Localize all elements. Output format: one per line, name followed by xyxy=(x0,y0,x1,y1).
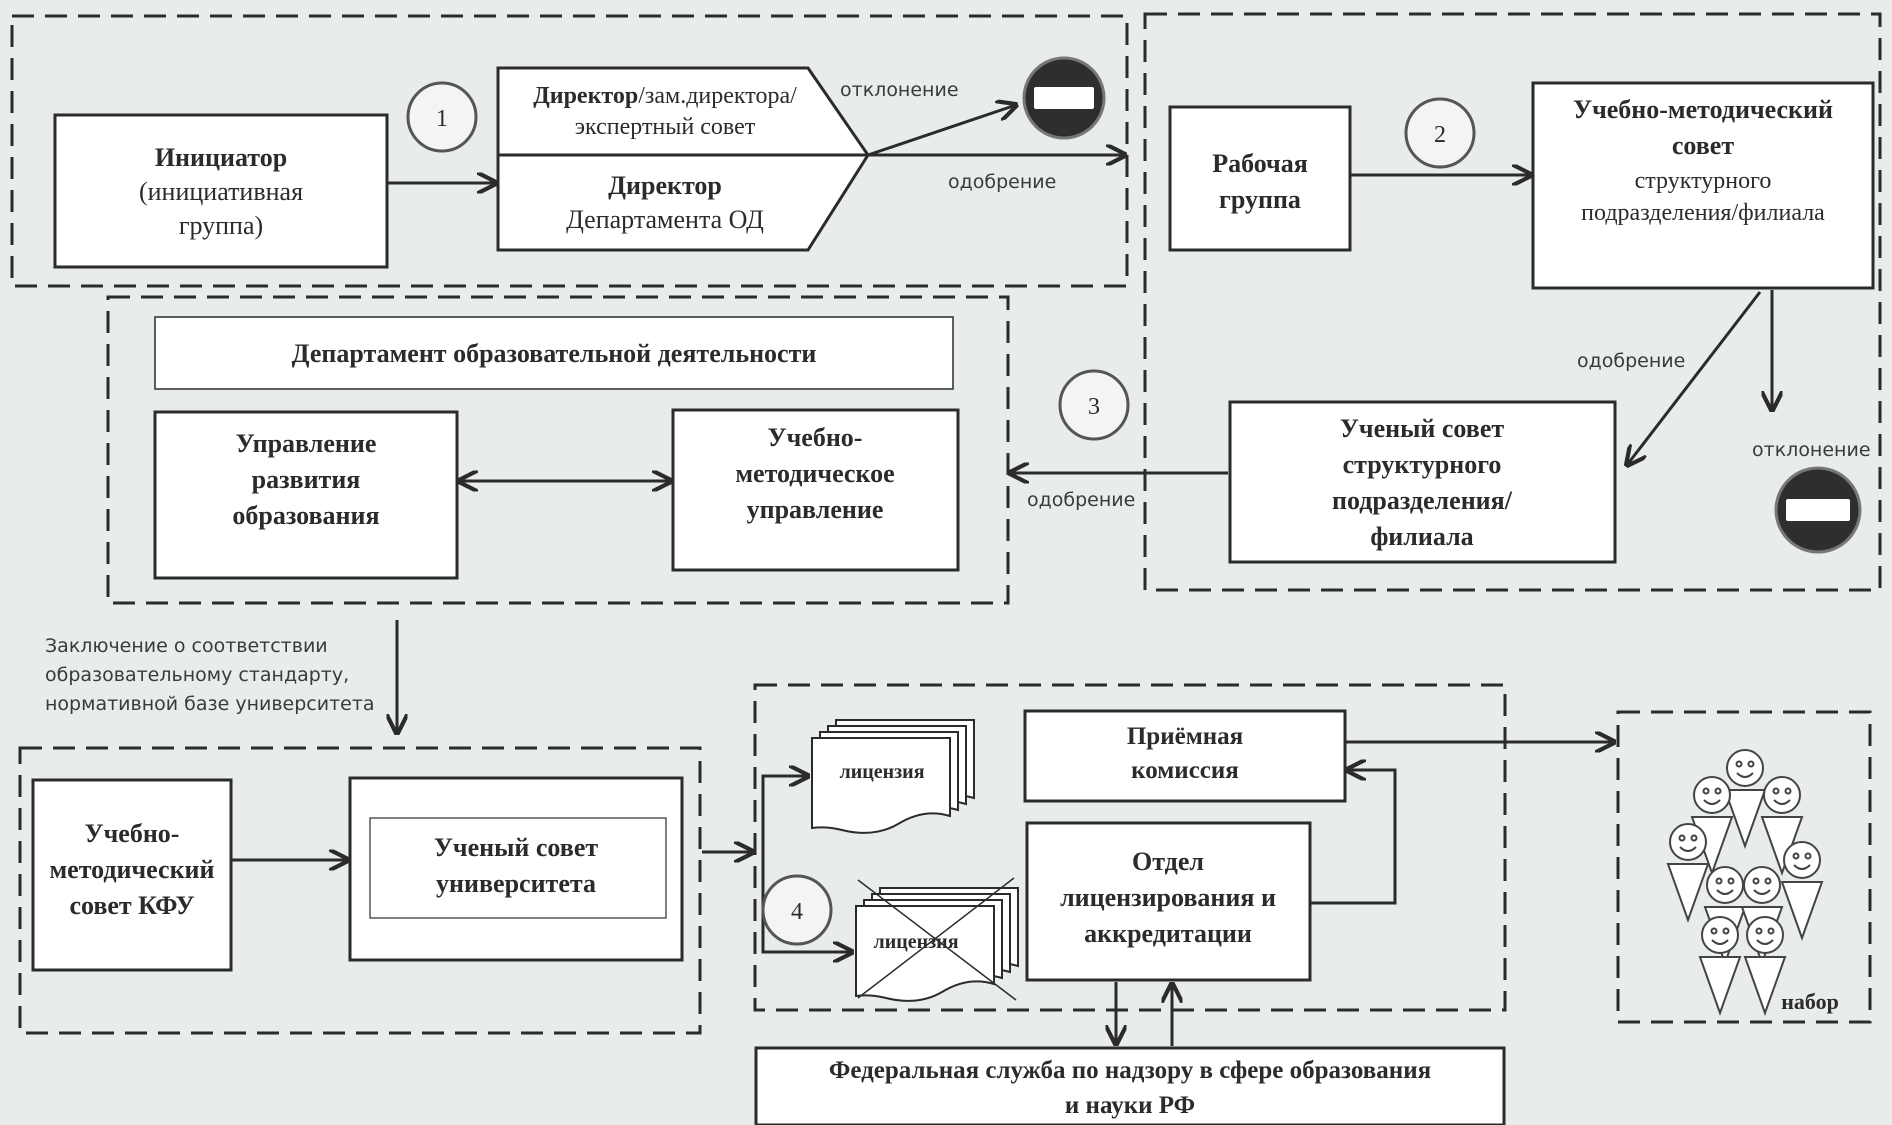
academic-council-sub-box xyxy=(1228,400,1617,564)
arrow-licensing-admission xyxy=(1310,770,1397,905)
stop-sign-1 xyxy=(1022,56,1106,140)
licensing-dept-line3: аккредитации xyxy=(1084,919,1252,948)
person-figure-icon xyxy=(1690,776,1734,876)
director-dept-line2: Департамента ОД xyxy=(566,205,764,234)
director-line2: экспертный совет xyxy=(575,114,756,140)
working-group-line2: группа xyxy=(1219,185,1301,214)
working-group-box xyxy=(1168,105,1352,252)
admission-line1: Приёмная xyxy=(1127,723,1243,750)
region-subdivision xyxy=(1143,12,1882,592)
step-number-4: 4 xyxy=(791,899,803,925)
initiator-line2: группа) xyxy=(179,211,263,240)
person-figure-icon xyxy=(1723,749,1767,849)
region-enrollment xyxy=(1616,710,1872,1024)
umu-line1: Учебно- xyxy=(768,423,863,452)
label-approval-1: одобрение xyxy=(948,171,1056,193)
region-university xyxy=(18,746,702,1035)
umc-kfu-box xyxy=(31,778,233,972)
working-group-line1: Рабочая xyxy=(1212,149,1308,178)
upr-razv-line1: Управление xyxy=(236,429,377,458)
person-figure-icon xyxy=(1760,776,1804,876)
arrow-to-license-crossed xyxy=(761,852,852,952)
umc-kfu-line2: методический xyxy=(49,855,214,884)
initiator-box xyxy=(53,113,389,269)
academic-council-sub-line1: Ученый совет xyxy=(1340,414,1505,443)
label-rejection-1: отклонение xyxy=(840,79,959,101)
label-approval-3: одобрение xyxy=(1027,489,1135,511)
upr-razv-line2: развития xyxy=(252,465,361,494)
academic-council-sub-line4: филиала xyxy=(1370,522,1473,551)
umu-box xyxy=(671,408,960,572)
person-figure-icon xyxy=(1666,823,1710,923)
academic-council-univ-box xyxy=(348,776,684,962)
federal-line1: Федеральная служба по надзору в сфере об… xyxy=(829,1057,1431,1084)
arrow-rejection-1 xyxy=(867,105,1016,157)
step-circle-1 xyxy=(406,81,478,153)
initiator-line1: (инициативная xyxy=(139,177,303,206)
umc-sub-box xyxy=(1531,81,1875,290)
person-figure-icon xyxy=(1698,916,1742,1016)
arrow-to-license xyxy=(761,776,808,852)
umc-sub-line4: подразделения/филиала xyxy=(1581,200,1825,226)
step-circle-3 xyxy=(1058,369,1130,441)
academic-council-univ-line2: университета xyxy=(436,869,596,898)
umc-sub-line2: совет xyxy=(1672,131,1734,160)
licensing-dept-line2: лицензирования и xyxy=(1060,883,1276,912)
license-label: лицензия xyxy=(839,761,924,783)
admission-inner-frame xyxy=(369,817,667,919)
license-label-crossed: лицензия xyxy=(873,931,958,953)
academic-council-sub-line3: подразделения/ xyxy=(1332,486,1513,515)
step-circle-4 xyxy=(761,874,833,946)
person-figure-icon xyxy=(1780,841,1824,941)
upr-razv-box xyxy=(153,410,459,580)
label-approval-2: одобрение xyxy=(1577,350,1685,372)
step-number-1: 1 xyxy=(436,106,448,132)
admission-box xyxy=(1023,709,1347,803)
person-figure-icon xyxy=(1743,916,1787,1016)
upr-razv-line3: образования xyxy=(232,501,379,530)
initiator-title: Инициатор xyxy=(155,143,287,172)
umu-line3: управление xyxy=(747,495,884,524)
director-rest: /зам.директора/ xyxy=(638,83,797,109)
umc-sub-line1: Учебно-методический xyxy=(1573,95,1833,124)
umc-kfu-line1: Учебно- xyxy=(85,819,180,848)
licensing-dept-line1: Отдел xyxy=(1132,847,1204,876)
license-stack-crossed xyxy=(855,877,1019,1002)
conclusion-line2: образовательному стандарту, xyxy=(45,664,349,686)
enrollment-label: набор xyxy=(1781,989,1839,1014)
conclusion-line1: Заключение о соответствии xyxy=(45,635,328,657)
arrow-approval-2 xyxy=(1627,291,1762,465)
step-number-3: 3 xyxy=(1088,394,1100,420)
director-dept-title: Директор xyxy=(608,171,722,200)
region-dept-od xyxy=(106,295,1010,605)
dept-od-title-box xyxy=(154,316,954,390)
academic-council-univ-line1: Ученый совет xyxy=(434,833,599,862)
director-line1: Директор/зам.директора/ xyxy=(533,83,797,109)
federal-line2: и науки РФ xyxy=(1065,1092,1195,1119)
step-number-2: 2 xyxy=(1434,122,1446,148)
stop-sign-2 xyxy=(1774,466,1862,554)
license-stack xyxy=(811,719,975,834)
people-group-icon xyxy=(1666,749,1824,1016)
umc-kfu-line3: совет КФУ xyxy=(69,891,194,920)
academic-council-sub-line2: структурного xyxy=(1343,450,1502,479)
label-rejection-2: отклонение xyxy=(1752,439,1871,461)
director-shape xyxy=(496,66,870,252)
dept-od-title: Департамент образовательной деятельности xyxy=(292,339,817,368)
umu-line2: методическое xyxy=(735,459,894,488)
step-circle-2 xyxy=(1404,97,1476,169)
admission-line2: комиссия xyxy=(1131,757,1239,784)
conclusion-line3: нормативной базе университета xyxy=(45,693,375,715)
umc-sub-line3: структурного xyxy=(1635,168,1772,194)
director-bold: Директор xyxy=(533,83,638,109)
federal-box xyxy=(754,1046,1506,1125)
